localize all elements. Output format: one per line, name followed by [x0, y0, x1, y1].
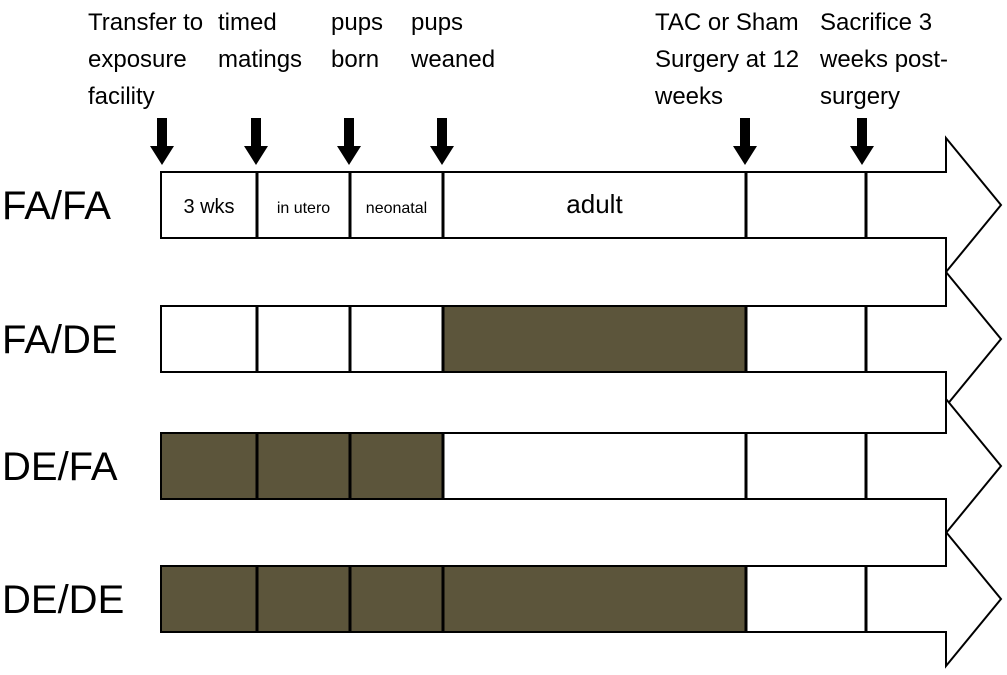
row-label-0: FA/FA: [2, 184, 111, 228]
row-1-segment-2: [350, 306, 443, 372]
arrow-down-icon: [430, 118, 454, 165]
row-3-segment-3: [443, 566, 746, 632]
row-3-segment-5: [866, 566, 946, 632]
row-0-segment-4: [746, 172, 866, 238]
event-label-2-line-1: born: [331, 46, 379, 73]
row-1-segment-1: [257, 306, 350, 372]
row-label-2: DE/FA: [2, 445, 118, 489]
segment-label-1: in utero: [277, 200, 330, 217]
row-2-segment-5: [866, 433, 946, 499]
row-2-segment-2: [350, 433, 443, 499]
row-1-segment-4: [746, 306, 866, 372]
segment-label-0: 3 wks: [183, 196, 234, 218]
row-3-segment-4: [746, 566, 866, 632]
row-2-segment-1: [257, 433, 350, 499]
arrow-down-icon: [244, 118, 268, 165]
event-label-0-line-2: facility: [88, 83, 155, 110]
row-1-segment-0: [161, 306, 257, 372]
arrow-down-icon: [150, 118, 174, 165]
row-3-segment-0: [161, 566, 257, 632]
row-3-segment-1: [257, 566, 350, 632]
event-label-1-line-1: matings: [218, 46, 302, 73]
event-label-0-line-1: exposure: [88, 46, 187, 73]
event-label-4-line-1: Surgery at 12: [655, 46, 799, 73]
event-label-0-line-0: Transfer to: [88, 9, 203, 36]
arrow-down-icon: [850, 118, 874, 165]
event-label-4-line-2: weeks: [654, 83, 723, 110]
segment-label-3: adult: [566, 189, 623, 219]
arrow-down-icon: [337, 118, 361, 165]
event-label-2-line-0: pups: [331, 9, 383, 36]
row-label-3: DE/DE: [2, 578, 124, 622]
row-2-segment-0: [161, 433, 257, 499]
row-1-segment-3: [443, 306, 746, 372]
row-0-segment-5: [866, 172, 946, 238]
row-2-segment-3: [443, 433, 746, 499]
arrow-right-icon-fill: [946, 399, 1001, 533]
row-0-segment-3: [443, 172, 746, 238]
segment-label-2: neonatal: [366, 200, 427, 217]
arrow-right-icon-fill: [946, 532, 1001, 666]
arrow-right-icon: [160, 135, 1003, 275]
event-label-1-line-0: timed: [218, 9, 277, 36]
arrow-right-icon: [160, 269, 1003, 409]
event-label-5-line-0: Sacrifice 3: [820, 9, 932, 36]
arrow-right-icon: [160, 396, 1003, 536]
row-0-segment-0: [161, 172, 257, 238]
event-label-4-line-0: TAC or Sham: [655, 9, 799, 36]
arrow-down-icon: [733, 118, 757, 165]
row-3-segment-2: [350, 566, 443, 632]
event-label-5-line-1: weeks post-: [819, 46, 948, 73]
event-label-5-line-2: surgery: [820, 83, 900, 110]
row-label-1: FA/DE: [2, 318, 118, 362]
arrow-right-icon: [160, 529, 1003, 669]
arrow-right-icon-fill: [946, 138, 1001, 272]
row-2-segment-4: [746, 433, 866, 499]
row-0-segment-1: [257, 172, 350, 238]
arrow-right-icon-fill: [946, 272, 1001, 406]
event-label-3-line-0: pups: [411, 9, 463, 36]
row-0-segment-2: [350, 172, 443, 238]
row-1-segment-5: [866, 306, 946, 372]
event-label-3-line-1: weaned: [410, 46, 495, 73]
